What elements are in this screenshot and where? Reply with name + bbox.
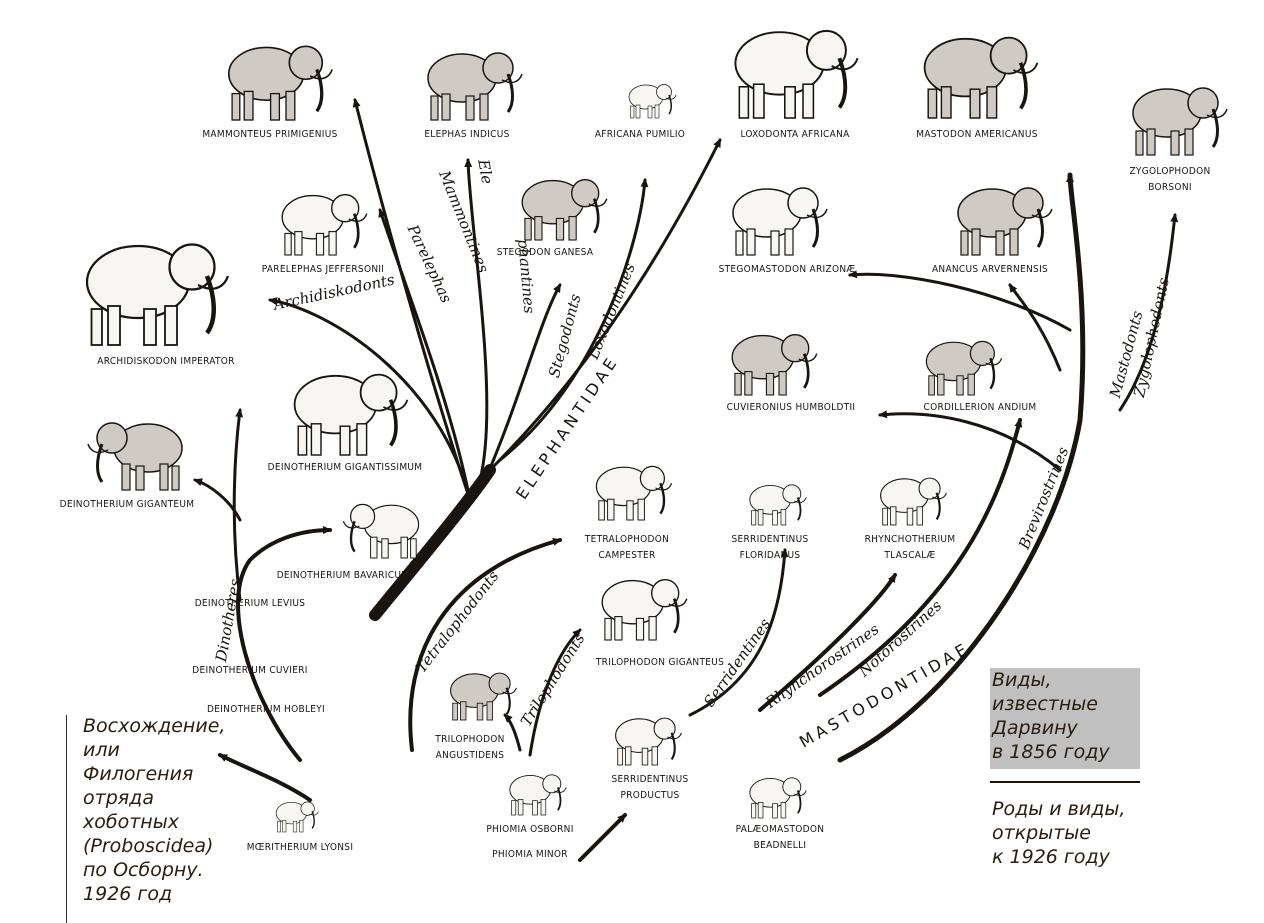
elephant-illustration xyxy=(749,484,807,526)
caption-line: отряда xyxy=(83,787,154,809)
species-label: PALÆOMASTODON xyxy=(735,824,825,835)
legend-line: Дарвину xyxy=(992,717,1078,739)
elephant-illustration xyxy=(281,194,368,256)
species-label: ARCHIDISKODON IMPERATOR xyxy=(97,356,235,367)
elephant-illustration xyxy=(595,465,673,521)
elephant-illustration xyxy=(923,36,1039,119)
species-label: DEINOTHERIUM GIGANTEUM xyxy=(59,499,195,510)
elephant-illustration xyxy=(427,52,523,121)
species-label: CUVIERONIUS HUMBOLDTII xyxy=(726,402,856,413)
species-label: STEGODON GANESA xyxy=(496,247,594,258)
legend-known-to-darwin: Виды, известные Дарвину в 1856 году xyxy=(990,668,1140,769)
species-label: MASTODON AMERICANUS xyxy=(916,129,1038,140)
species-label: BEADNELLI xyxy=(753,840,807,851)
elephant-illustration xyxy=(87,422,183,491)
species-label: STEGOMASTODON ARIZONÆ xyxy=(718,264,856,275)
elephant-illustration xyxy=(227,45,333,121)
species-label: ANANCUS ARVERNENSIS xyxy=(931,264,1049,275)
species-label: SERRIDENTINUS xyxy=(611,774,689,785)
species-label: MŒRITHERIUM LYONSI xyxy=(246,842,354,853)
species-label: ZYGOLOPHODON xyxy=(1129,166,1211,177)
elephant-illustration xyxy=(615,717,682,766)
species-label: TRILOPHODON xyxy=(435,734,505,745)
species-label: FLORIDANUS xyxy=(739,550,801,561)
elephant-illustration xyxy=(601,579,688,641)
species-label: ANGUSTIDENS xyxy=(435,750,505,761)
species-label: TLASCALÆ xyxy=(884,550,936,561)
species-label: PHIOMIA OSBORNI xyxy=(486,824,574,835)
elephant-illustration xyxy=(450,672,517,721)
species-label: AFRICANA PUMILIO xyxy=(594,129,686,140)
species-label: DEINOTHERIUM LEVIUS xyxy=(194,598,306,609)
caption-line: Филогения xyxy=(83,763,194,785)
species-label: LOXODONTA AFRICANA xyxy=(740,129,850,140)
caption-line: хоботных xyxy=(83,811,179,833)
species-label: DEINOTHERIUM GIGANTISSIMUM xyxy=(267,462,423,473)
species-label: MAMMONTEUS PRIMIGENIUS xyxy=(202,129,338,140)
caption-line: 1926 год xyxy=(83,883,173,905)
legend-line: открытые xyxy=(992,822,1091,844)
caption-line: (Proboscidea) xyxy=(83,835,214,857)
caption-line: или xyxy=(83,739,120,761)
species-label: CORDILLERION ANDIUM xyxy=(923,402,1037,413)
caption-rule xyxy=(66,715,67,923)
elephant-illustration xyxy=(85,243,230,346)
elephant-illustration xyxy=(731,334,818,396)
diagram-caption: Восхождение, или Филогения отряда хоботн… xyxy=(83,714,225,906)
elephant-illustration xyxy=(734,29,859,119)
caption-line: по Осборну. xyxy=(83,859,204,881)
species-label: DEINOTHERIUM HOBLEYI xyxy=(207,704,325,715)
species-label: ELEPHAS INDICUS xyxy=(424,129,510,140)
species-label: PHIOMIA MINOR xyxy=(492,849,568,860)
legend-discovered-by-1926: Роды и виды, открытые к 1926 году xyxy=(992,797,1125,869)
species-label: RHYNCHOTHERIUM xyxy=(864,534,956,545)
elephant-illustration xyxy=(925,340,1003,396)
legend-line: Роды и виды, xyxy=(992,798,1126,820)
animal-illustrations xyxy=(85,29,1228,833)
species-label: CAMPESTER xyxy=(598,550,656,561)
elephant-illustration xyxy=(342,503,420,559)
elephant-illustration xyxy=(628,84,677,119)
elephant-illustration xyxy=(732,187,828,256)
species-label: PARELEPHAS JEFFERSONII xyxy=(261,264,385,275)
species-label: BORSONI xyxy=(1148,182,1192,193)
species-label: TRILOPHODON GIGANTEUS xyxy=(595,657,725,668)
elephantidae-trunk xyxy=(369,464,496,621)
elephant-illustration xyxy=(293,373,409,456)
species-label: SERRIDENTINUS xyxy=(731,534,809,545)
species-label: DEINOTHERIUM CUVIERI xyxy=(192,665,308,676)
elephant-illustration xyxy=(1132,87,1228,156)
elephant-illustration xyxy=(275,801,319,833)
legend-line: известные xyxy=(992,693,1098,715)
legend-line: Виды, xyxy=(992,669,1052,691)
caption-line: Восхождение, xyxy=(83,715,226,737)
elephant-illustration xyxy=(880,477,947,526)
elephant-illustration xyxy=(749,777,807,819)
species-label: DEINOTHERIUM BAVARICUM xyxy=(276,570,410,581)
legend-line: к 1926 году xyxy=(992,846,1110,868)
elephant-illustration xyxy=(521,179,608,241)
legend-divider xyxy=(990,781,1140,783)
elephant-illustration xyxy=(957,187,1053,256)
elephant-illustration xyxy=(509,774,567,816)
species-label: TETRALOPHODON xyxy=(584,534,670,545)
species-label: PRODUCTUS xyxy=(620,790,680,801)
legend-line: в 1856 году xyxy=(992,741,1110,763)
